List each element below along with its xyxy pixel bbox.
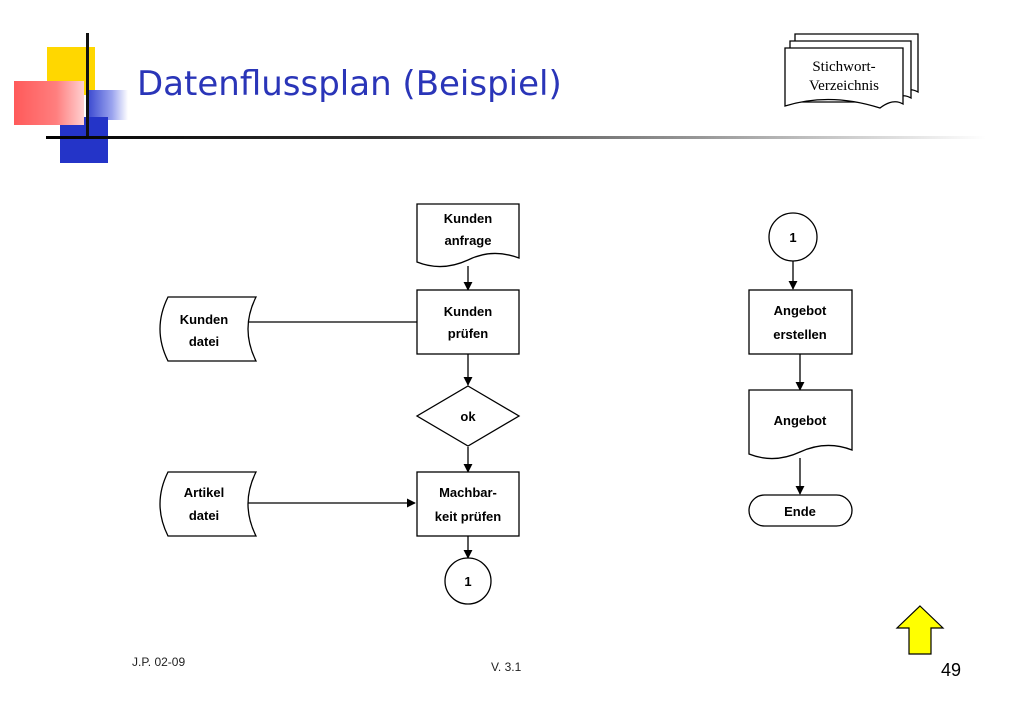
node-angebot-document: Angebot <box>748 389 853 460</box>
decor-vertical-line <box>86 33 89 137</box>
kundendatei-line1: Kunden <box>180 312 228 327</box>
decor-blue-fade <box>88 90 128 120</box>
artikeldatei-line2: datei <box>189 508 219 523</box>
node-angebot-erstellen: Angebot erstellen <box>748 289 853 355</box>
kundenanfrage-line2: anfrage <box>445 233 492 248</box>
up-arrow-icon <box>895 605 945 655</box>
edges <box>235 260 805 559</box>
up-arrow-button[interactable] <box>893 604 947 656</box>
connector-top-label: 1 <box>789 230 796 245</box>
machbarkeit-line2: keit prüfen <box>435 509 502 524</box>
decor-red-square <box>14 81 84 125</box>
machbarkeit-line1: Machbar- <box>439 485 497 500</box>
angebot-label: Angebot <box>774 413 827 428</box>
angebot-erstellen-line1: Angebot <box>774 303 827 318</box>
node-artikeldatei: Artikel datei <box>159 471 258 537</box>
stacked-document-icon <box>784 33 919 109</box>
footer-left: J.P. 02-09 <box>132 655 186 669</box>
index-button[interactable]: Stichwort- Verzeichnis <box>780 28 925 110</box>
ok-label: ok <box>460 409 476 424</box>
footer-center: V. 3.1 <box>491 660 522 674</box>
node-kunden-pruefen: Kunden prüfen <box>416 289 520 355</box>
ende-label: Ende <box>784 504 816 519</box>
node-kundendatei: Kunden datei <box>159 296 258 362</box>
artikeldatei-line1: Artikel <box>184 485 224 500</box>
node-machbarkeit-pruefen: Machbar- keit prüfen <box>416 471 520 537</box>
node-connector-bottom: 1 <box>444 557 492 605</box>
title-underline <box>46 136 986 139</box>
connector-bottom-label: 1 <box>464 574 471 589</box>
kunden-pruefen-line1: Kunden <box>444 304 492 319</box>
index-label-1: Stichwort- <box>812 59 875 75</box>
kundenanfrage-line1: Kunden <box>444 211 492 226</box>
page-number: 49 <box>941 660 962 680</box>
node-connector-top: 1 <box>768 212 818 262</box>
node-kundenanfrage: Kunden anfrage <box>416 203 520 268</box>
node-ende-terminator: Ende <box>748 494 853 527</box>
kundendatei-line2: datei <box>189 334 219 349</box>
index-label-2: Verzeichnis <box>809 78 879 94</box>
kunden-pruefen-line2: prüfen <box>448 326 489 341</box>
node-ok-decision: ok <box>415 385 521 447</box>
angebot-erstellen-line2: erstellen <box>773 327 827 342</box>
slide-title: Datenflussplan (Beispiel) <box>137 64 562 104</box>
